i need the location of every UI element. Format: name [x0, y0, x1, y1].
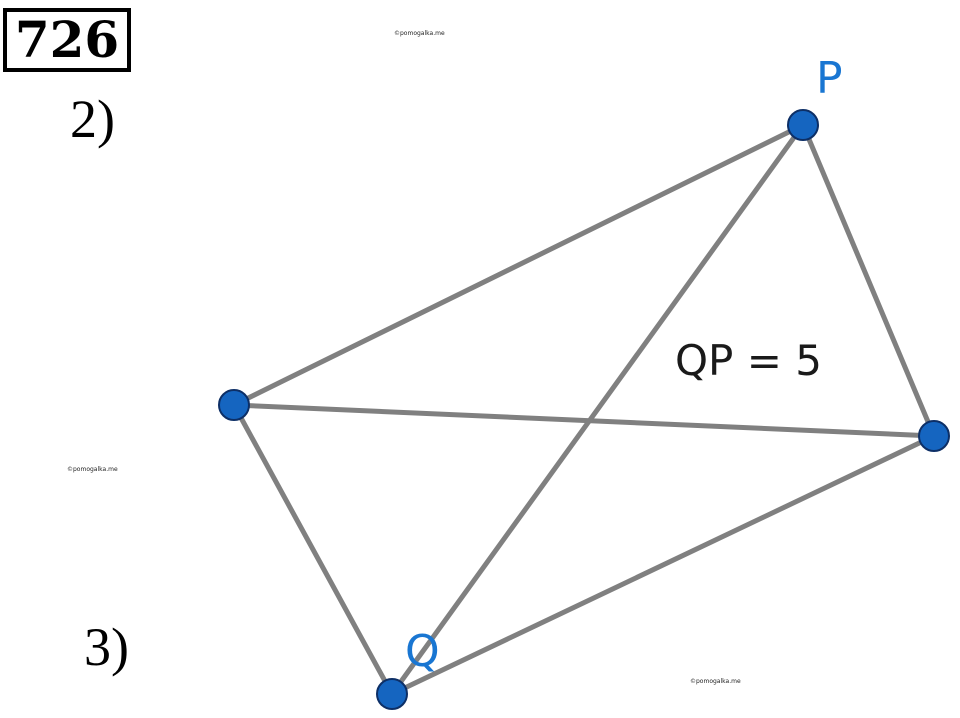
part-label-3: 3): [84, 617, 129, 677]
watermark: ©pomogalka.me: [394, 30, 445, 37]
edge-left-p: [231, 122, 806, 408]
edge-right-q: [389, 433, 937, 697]
measurement-label: QP = 5: [675, 336, 822, 385]
watermark: ©pomogalka.me: [690, 678, 741, 685]
vertex-right: [918, 420, 950, 452]
edge-q-left: [231, 402, 395, 697]
part-label-2: 2): [70, 89, 115, 149]
problem-number: 726: [3, 8, 131, 72]
diagonal-left-right: [231, 402, 937, 439]
vertex-q: [376, 678, 408, 710]
diagonal-qp: [389, 122, 806, 697]
vertex-p: [787, 109, 819, 141]
vertex-left: [218, 389, 250, 421]
point-label-p: P: [816, 53, 843, 104]
watermark: ©pomogalka.me: [67, 466, 118, 473]
edge-p-right: [800, 122, 937, 439]
point-label-q: Q: [405, 626, 440, 677]
